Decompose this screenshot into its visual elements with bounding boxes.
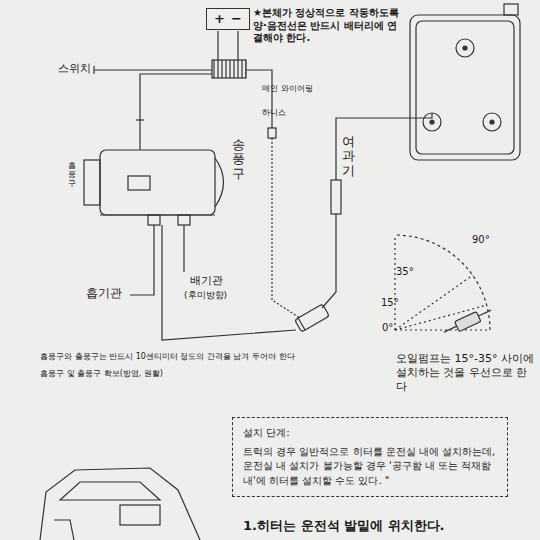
label: 0° (382, 322, 412, 335)
vertical-label: 여과기 (342, 135, 355, 178)
label: 35° (396, 266, 426, 279)
label: 흡풍구 및 출풍구 확보(방염, 원활) (40, 369, 340, 379)
label: ★본체가 정상적으로 작동하도록 양·음전선은 반드시 배터리에 연결해야 한다… (253, 7, 405, 45)
label: 메인 와이어링 (262, 84, 332, 94)
label: 1.히터는 운전석 발밑에 위치한다. (243, 518, 533, 534)
vertical-label: 흡풍구 (68, 162, 76, 188)
box-text: 트럭의 경우 일반적으로 히터를 운전실 내에 설치하는데, 운전실 내 설치가… (243, 445, 497, 489)
label: 오일펌프는 15°-35° 사이에 설치하는 것을 우선으로 한다 (396, 352, 536, 393)
terminal-sign: + (214, 11, 225, 27)
vertical-label: 송풍구 (232, 138, 245, 181)
box-heading: 설치 단계: (243, 426, 497, 441)
terminal-sign: − (231, 11, 242, 27)
label: 흡풍구와 출풍구는 반드시 10센티미터 정도의 간격을 남겨 두어야 한다 (40, 352, 380, 362)
label: 90° (472, 234, 502, 247)
label: 배기관 (190, 274, 240, 288)
label: 흡기관 (86, 286, 136, 301)
label: 하니스 (262, 108, 312, 118)
info-box: 설치 단계: 트럭의 경우 일반적으로 히터를 운전실 내에 설치하는데, 운전실… (232, 417, 508, 497)
battery-terminal-box: +− (206, 8, 250, 30)
label: (후미방향) (184, 290, 254, 301)
label: 15° (381, 297, 411, 310)
label: 스위치 (58, 62, 98, 76)
